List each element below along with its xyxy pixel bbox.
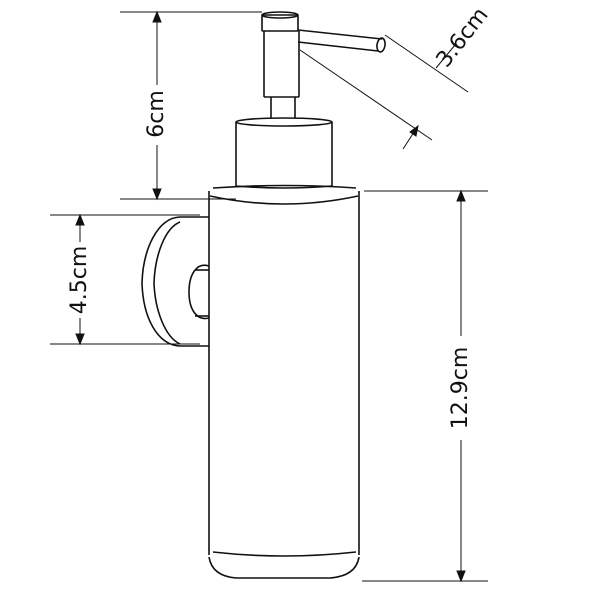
soap-dispenser bbox=[141, 11, 386, 579]
dimension-lines bbox=[50, 10, 488, 583]
pump-head bbox=[261, 11, 299, 32]
label-mount-diameter: 4.5cm bbox=[67, 246, 92, 315]
pump-collar bbox=[235, 117, 333, 189]
bottle-body bbox=[208, 184, 360, 579]
dimension-pump-height bbox=[120, 10, 262, 201]
dimension-bottle-height bbox=[362, 189, 488, 583]
pump-stem bbox=[263, 31, 300, 118]
label-spout: 3.6cm bbox=[432, 3, 494, 72]
dimension-mount-diameter bbox=[50, 213, 200, 346]
label-bottle-height: 12.9cm bbox=[448, 347, 473, 430]
spout bbox=[297, 29, 386, 53]
dimension-spout bbox=[299, 34, 469, 150]
label-pump-height: 6cm bbox=[144, 90, 169, 138]
wall-mount bbox=[141, 216, 210, 347]
